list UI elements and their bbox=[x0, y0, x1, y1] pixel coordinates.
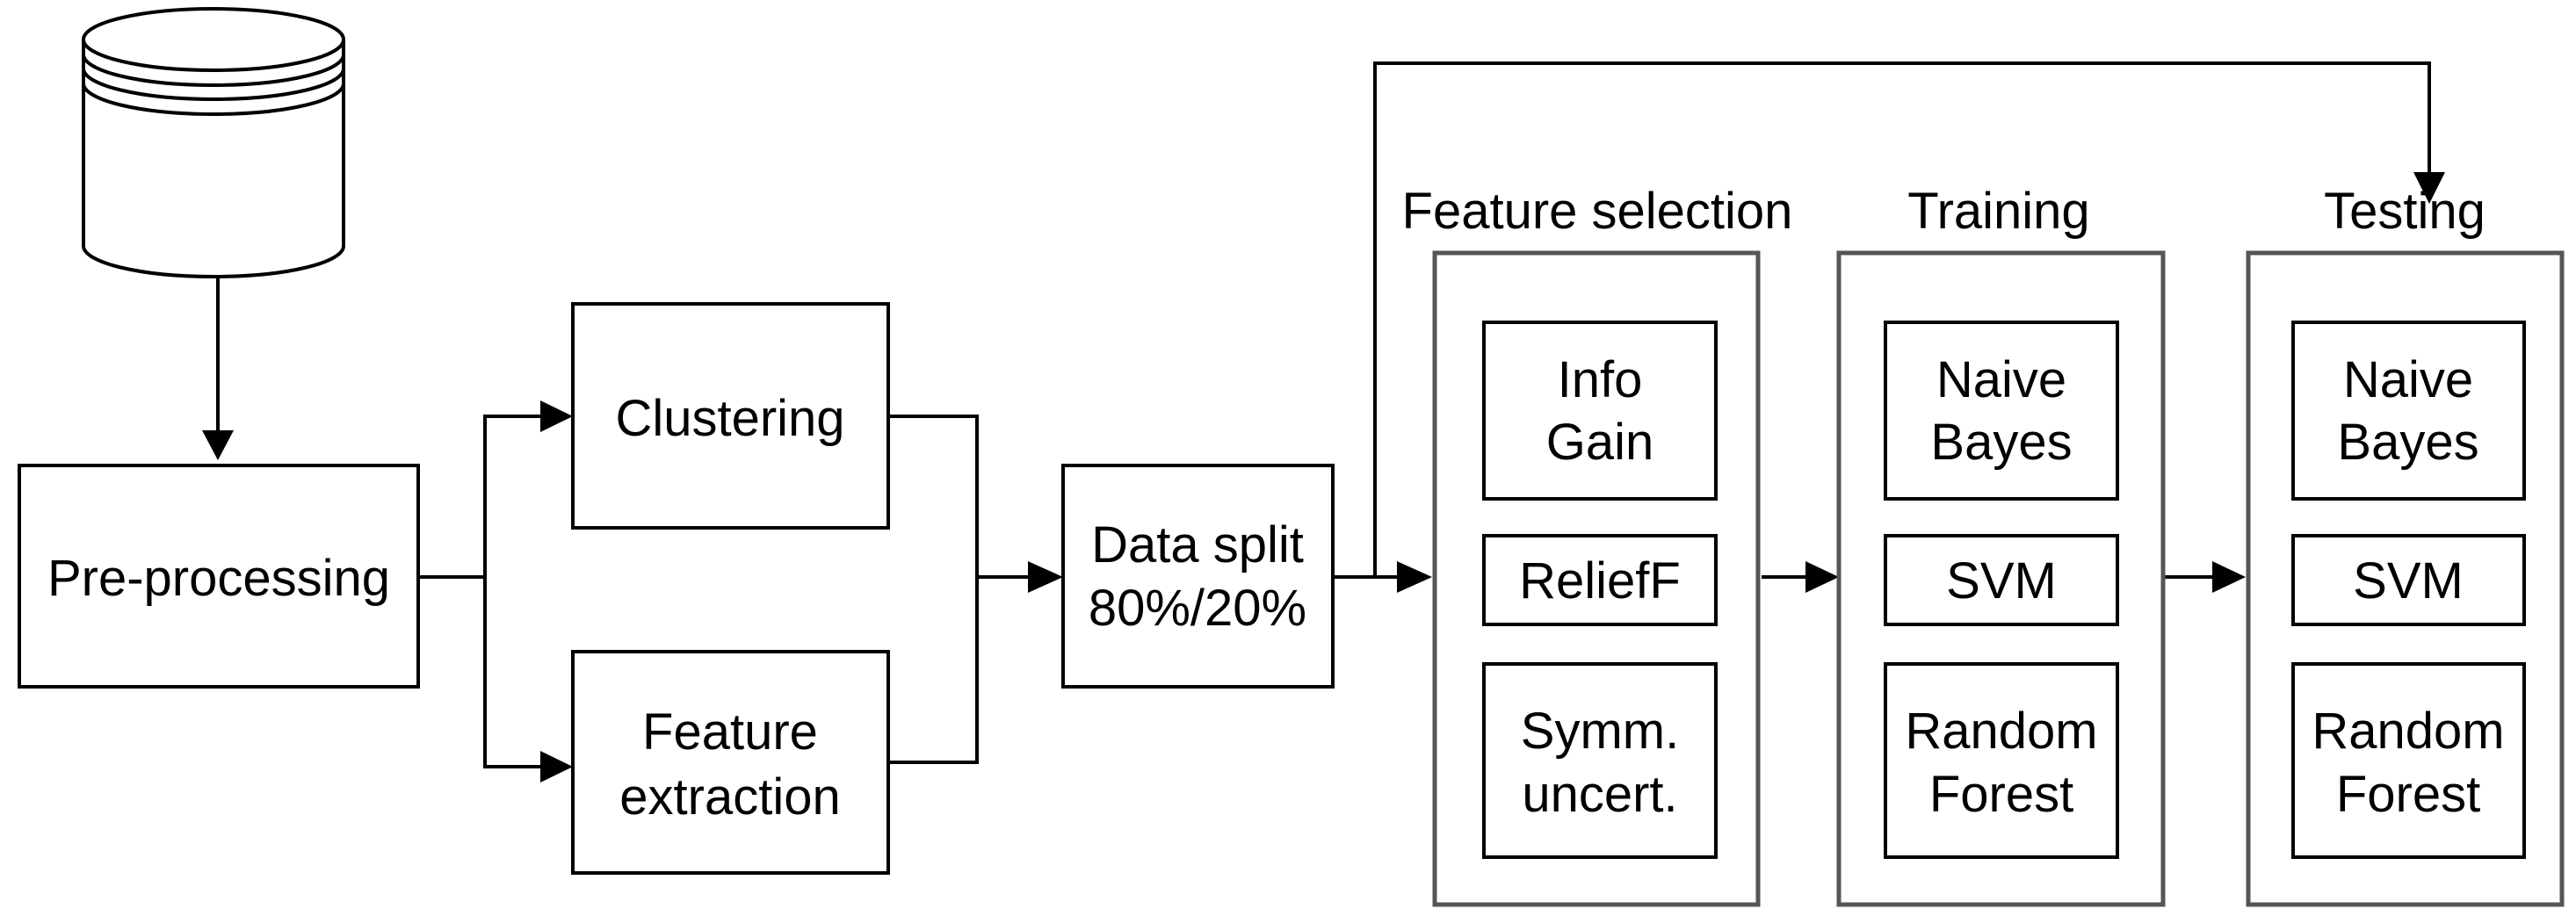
training-naive-bayes-line2: Bayes bbox=[1930, 414, 2072, 471]
arrow-data-split-to-testing bbox=[1373, 61, 2431, 577]
testing-svm-label: SVM bbox=[2353, 552, 2464, 609]
preprocessing-box: Pre-processing bbox=[18, 464, 420, 689]
preprocessing-label: Pre-processing bbox=[47, 550, 390, 607]
arrowhead-db bbox=[202, 430, 234, 460]
testing-group: Testing Naive Bayes SVM Random Forest bbox=[2246, 183, 2565, 907]
arrowhead-testing-top bbox=[2413, 172, 2445, 204]
testing-random-forest-line2: Forest bbox=[2336, 766, 2480, 823]
method-symm-uncert-line2: uncert. bbox=[1522, 766, 1677, 823]
training-random-forest-line1: Random bbox=[1905, 703, 2097, 760]
arrowhead-feature-selection bbox=[1397, 561, 1432, 593]
feature-selection-group: Feature selection Info Gain ReliefF Symm… bbox=[1402, 183, 1793, 907]
training-naive-bayes: Naive Bayes bbox=[1884, 321, 2119, 501]
data-split-box: Data split 80%/20% bbox=[1061, 464, 1335, 689]
training-svm-label: SVM bbox=[1946, 552, 2057, 609]
method-info-gain: Info Gain bbox=[1482, 321, 1718, 501]
testing-svm: SVM bbox=[2291, 534, 2526, 626]
method-symm-uncert: Symm. uncert. bbox=[1482, 662, 1718, 859]
arrow-preprocessing-to-clustering bbox=[418, 415, 540, 579]
testing-naive-bayes-line1: Naive bbox=[2343, 351, 2473, 408]
training-title: Training bbox=[1907, 183, 2089, 240]
testing-naive-bayes-line2: Bayes bbox=[2337, 414, 2478, 471]
training-random-forest-line2: Forest bbox=[1929, 766, 2073, 823]
line-clustering-to-merge bbox=[888, 415, 979, 577]
training-svm: SVM bbox=[1884, 534, 2119, 626]
training-group: Training Naive Bayes SVM Random Forest bbox=[1836, 183, 2166, 907]
feature-selection-title: Feature selection bbox=[1402, 183, 1793, 240]
method-info-gain-line2: Gain bbox=[1546, 414, 1654, 471]
data-split-label-line2: 80%/20% bbox=[1089, 580, 1306, 637]
clustering-box: Clustering bbox=[571, 302, 890, 530]
testing-random-forest: Random Forest bbox=[2291, 662, 2526, 859]
database-icon bbox=[82, 7, 345, 278]
arrow-preprocessing-to-feature-extraction bbox=[483, 577, 540, 768]
clustering-label: Clustering bbox=[615, 390, 844, 447]
method-info-gain-line1: Info bbox=[1558, 351, 1643, 408]
arrowheads bbox=[202, 172, 2445, 783]
testing-random-forest-line1: Random bbox=[2312, 703, 2504, 760]
arrowhead-data-split bbox=[1028, 561, 1063, 593]
arrowhead-testing bbox=[2212, 561, 2246, 593]
feature-extraction-label-line1: Feature bbox=[642, 703, 818, 761]
arrowhead-feature-extraction bbox=[540, 751, 573, 783]
feature-extraction-box: Feature extraction bbox=[571, 650, 890, 875]
method-relieff: ReliefF bbox=[1482, 534, 1718, 626]
data-split-label-line1: Data split bbox=[1091, 516, 1304, 573]
testing-naive-bayes: Naive Bayes bbox=[2291, 321, 2526, 501]
connectors bbox=[216, 61, 2431, 768]
training-naive-bayes-line1: Naive bbox=[1936, 351, 2066, 408]
method-symm-uncert-line1: Symm. bbox=[1521, 703, 1679, 760]
arrowhead-clustering bbox=[540, 400, 573, 432]
training-random-forest: Random Forest bbox=[1884, 662, 2119, 859]
method-relieff-label: ReliefF bbox=[1519, 552, 1681, 609]
line-feature-extraction-to-merge bbox=[888, 577, 979, 764]
feature-extraction-label-line2: extraction bbox=[619, 768, 840, 826]
testing-title: Testing bbox=[2324, 183, 2486, 240]
arrowhead-training bbox=[1805, 561, 1839, 593]
